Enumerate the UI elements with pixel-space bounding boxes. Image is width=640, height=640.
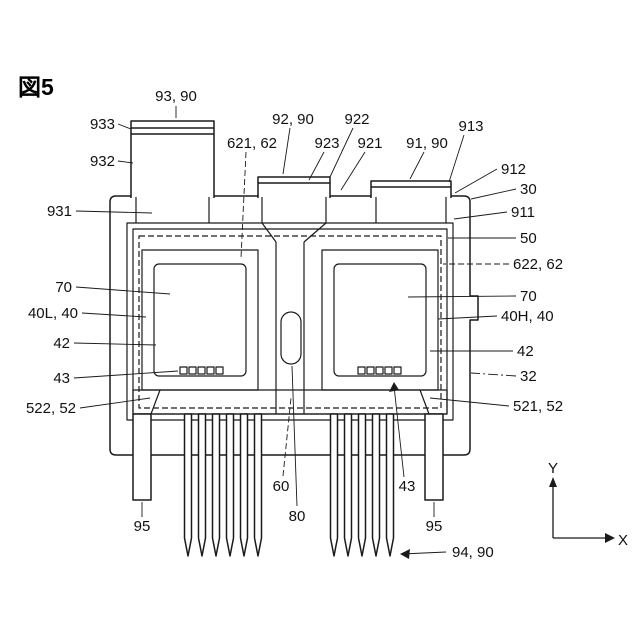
label-912: 912 xyxy=(501,161,526,178)
terminal-91 xyxy=(370,180,452,198)
y-axis-arrow xyxy=(549,477,557,487)
leadframe-band xyxy=(132,389,448,415)
label-922: 922 xyxy=(344,111,369,128)
label-92-90: 92, 90 xyxy=(272,111,314,128)
label-913: 913 xyxy=(458,118,483,135)
figure-title: 図5 xyxy=(18,74,54,100)
center-opening xyxy=(280,311,302,365)
label-522-52: 522, 52 xyxy=(26,400,76,417)
label-932: 932 xyxy=(90,153,115,170)
arrow-94-90 xyxy=(400,549,410,559)
lead-pin xyxy=(225,413,235,557)
label-921: 921 xyxy=(357,135,382,152)
arrowheads xyxy=(389,382,615,559)
lead-pin xyxy=(183,413,193,557)
arrow-43-bottom xyxy=(389,382,399,392)
lead-pin xyxy=(385,413,395,557)
lead-pin xyxy=(343,413,353,557)
chip-right xyxy=(333,263,427,377)
label-43-left: 43 xyxy=(53,370,70,387)
lead-pin xyxy=(239,413,249,557)
leader-lines xyxy=(73,106,517,555)
label-42-left: 42 xyxy=(53,335,70,352)
lead-pin xyxy=(357,413,367,557)
lead-pin xyxy=(211,413,221,557)
label-622-62: 622, 62 xyxy=(513,256,563,273)
x-axis-arrow xyxy=(605,533,615,543)
label-93-90: 93, 90 xyxy=(155,88,197,105)
terminal-stubs xyxy=(135,197,447,223)
bond-pads-left xyxy=(179,366,224,375)
outer-lead-right xyxy=(424,413,444,501)
coordinate-axes xyxy=(552,485,607,539)
x-axis-label: X xyxy=(618,532,628,549)
band-bends xyxy=(150,389,430,415)
label-30: 30 xyxy=(520,181,537,198)
label-80: 80 xyxy=(289,508,306,525)
center-channel xyxy=(275,242,305,414)
label-911: 911 xyxy=(511,204,535,221)
label-70-right: 70 xyxy=(520,288,537,305)
label-923: 923 xyxy=(314,135,339,152)
lead-pin xyxy=(371,413,381,557)
label-50: 50 xyxy=(520,230,537,247)
center-funnel xyxy=(261,222,327,243)
chip-left xyxy=(153,263,247,377)
terminal-92 xyxy=(257,176,331,198)
label-521-52: 521, 52 xyxy=(513,398,563,415)
terminal-93 xyxy=(130,120,215,198)
label-42-right: 42 xyxy=(517,343,534,360)
bond-pads-right xyxy=(357,366,402,375)
label-931: 931 xyxy=(47,203,72,220)
outer-lead-left xyxy=(132,413,152,501)
label-95-left: 95 xyxy=(134,518,151,535)
lead-pin xyxy=(197,413,207,557)
label-91-90: 91, 90 xyxy=(406,135,448,152)
label-933: 933 xyxy=(90,116,115,133)
package-drawing xyxy=(109,120,479,557)
lead-pin xyxy=(253,413,263,557)
leads xyxy=(132,413,444,557)
lead-pin xyxy=(329,413,339,557)
label-40H-40: 40H, 40 xyxy=(501,308,554,325)
label-621-62: 621, 62 xyxy=(227,135,277,152)
y-axis-label: Y xyxy=(548,460,558,477)
label-40L-40: 40L, 40 xyxy=(28,305,78,322)
label-32: 32 xyxy=(520,368,537,385)
label-43-bottom: 43 xyxy=(399,478,416,495)
inner-case-wall xyxy=(126,222,454,421)
label-70-left: 70 xyxy=(55,279,72,296)
label-95-right: 95 xyxy=(426,518,443,535)
label-94-90: 94, 90 xyxy=(452,544,494,561)
label-60: 60 xyxy=(273,478,290,495)
